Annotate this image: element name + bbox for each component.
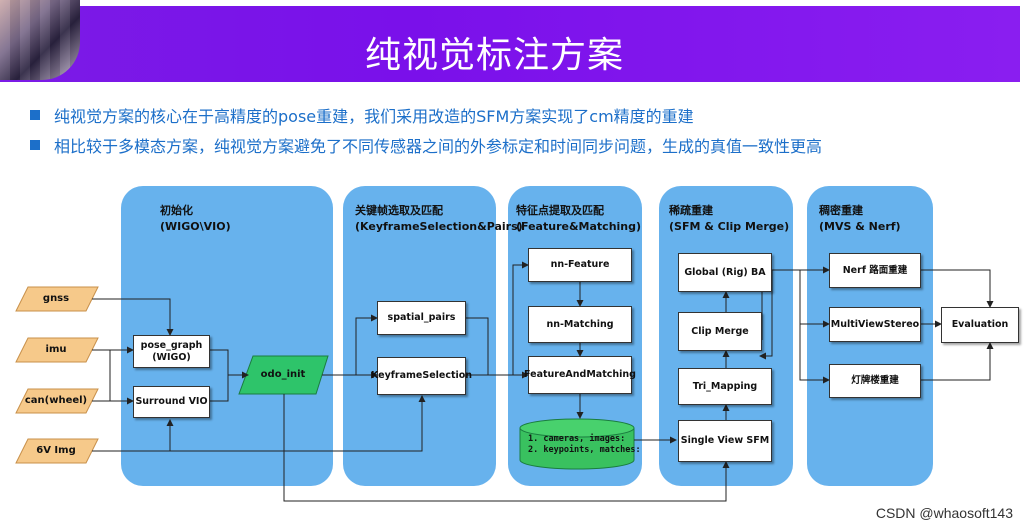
panel-feature-title: 特征点提取及匹配 (516, 204, 604, 217)
pose-graph-node: pose_graph (WIGO) (133, 335, 210, 368)
watermark: CSDN @whaosoft143 (875, 505, 1013, 521)
panel-sparse-subtitle: (SFM & Clip Merge) (669, 220, 790, 233)
bullet-text: 相比较于多模态方案，纯视觉方案避免了不同传感器之间的外参标定和时间同步问题，生成… (54, 137, 823, 156)
mvs-label: MultiViewStereo (830, 318, 920, 330)
nn-feature-node: nn-Feature (528, 248, 632, 282)
surround-vio-label: Surround VIO (135, 396, 208, 407)
nn-matching-node: nn-Matching (528, 306, 632, 343)
input-imu-label: imu (45, 344, 67, 355)
single-view-sfm-label: Single View SFM (680, 435, 770, 446)
input-gnss-label: gnss (42, 293, 70, 304)
nn-matching-label: nn-Matching (546, 318, 614, 330)
bullet-list: 纯视觉方案的核心在于高精度的pose重建，我们采用改造的SFM方案实现了cm精度… (30, 100, 822, 160)
panel-sparse-title: 稀疏重建 (669, 204, 713, 217)
evaluation-node: Evaluation (941, 307, 1019, 343)
page-title: 纯视觉标注方案 (365, 35, 625, 76)
panel-init-subtitle: (WIGO\VIO) (160, 220, 231, 233)
nerf-node: Nerf 路面重建 (829, 253, 921, 288)
feature-and-matching-node: FeatureAndMatching (524, 356, 636, 394)
pose-graph-label: pose_graph (WIGO) (140, 339, 203, 363)
odo-init-label: odo_init (260, 369, 306, 380)
keyframe-selection-label: KeyframeSelection (370, 370, 473, 381)
evaluation-label: Evaluation (951, 319, 1009, 330)
panel-keyframe-title: 关键帧选取及匹配 (355, 204, 443, 217)
panel-dense-subtitle: (MVS & Nerf) (819, 220, 901, 233)
tri-mapping-label: Tri_Mapping (692, 380, 758, 392)
panel-feature-subtitle: (Feature&Matching) (516, 220, 642, 233)
mvs-node: MultiViewStereo (829, 307, 921, 342)
panel-dense-title: 稠密重建 (819, 204, 863, 217)
avatar (0, 0, 80, 80)
nerf-label: Nerf 路面重建 (842, 264, 908, 276)
bullet-square-icon (30, 140, 40, 150)
keyframe-selection-node: KeyframeSelection (371, 357, 472, 395)
surround-vio-node: Surround VIO (133, 386, 210, 418)
lamp-label: 灯牌楼重建 (851, 375, 899, 386)
panel-keyframe-subtitle: (KeyframeSelection&Pairs) (355, 220, 523, 233)
panel-init-title: 初始化 (160, 204, 193, 217)
clip-merge-node: Clip Merge (678, 312, 762, 351)
input-can-label: can(wheel) (24, 395, 88, 406)
global-ba-label: Global (Rig) BA (684, 266, 766, 278)
single-view-sfm-node: Single View SFM (678, 420, 772, 462)
clip-merge-label: Clip Merge (691, 325, 749, 337)
spatial-pairs-label: spatial_pairs (387, 312, 456, 323)
global-ba-node: Global (Rig) BA (678, 253, 772, 292)
bullet-square-icon (30, 110, 40, 120)
database-label: 1. cameras, images: 2. keypoints, matche… (528, 434, 641, 455)
nn-feature-label: nn-Feature (550, 259, 610, 270)
bullet-text: 纯视觉方案的核心在于高精度的pose重建，我们采用改造的SFM方案实现了cm精度… (54, 107, 694, 126)
input-6v-label: 6V Img (36, 445, 76, 456)
feature-and-matching-label: FeatureAndMatching (524, 369, 636, 380)
spatial-pairs-node: spatial_pairs (377, 301, 466, 335)
lamp-node: 灯牌楼重建 (829, 364, 921, 398)
tri-mapping-node: Tri_Mapping (678, 368, 772, 405)
title-banner: 纯视觉标注方案 (0, 6, 1020, 82)
bullet-item: 纯视觉方案的核心在于高精度的pose重建，我们采用改造的SFM方案实现了cm精度… (30, 100, 822, 130)
bullet-item: 相比较于多模态方案，纯视觉方案避免了不同传感器之间的外参标定和时间同步问题，生成… (30, 130, 822, 160)
